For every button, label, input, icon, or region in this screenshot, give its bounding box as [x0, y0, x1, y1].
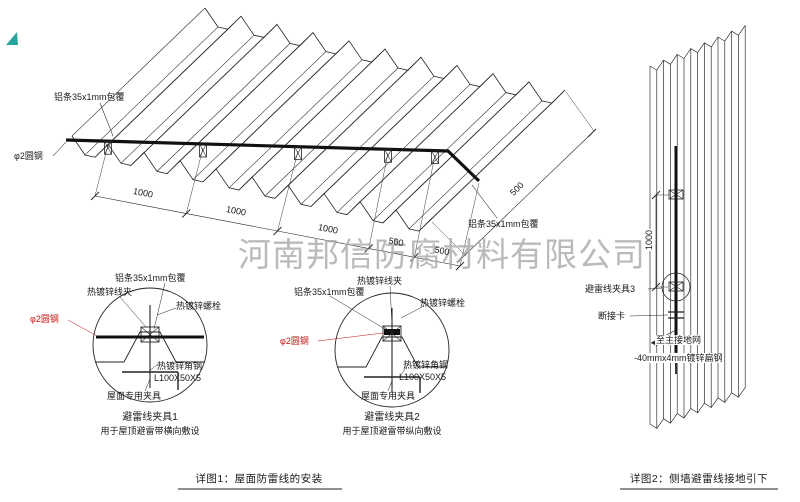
caption-detail2: 详图2：侧墙避雷线接地引下 — [629, 473, 769, 485]
d1-subtitle: 用于屋顶避雷带横向敷设 — [100, 426, 200, 436]
corner-mark — [6, 32, 18, 45]
d1-round-steel-label: φ2圆钢 — [30, 314, 59, 324]
d1-wire-clamp-label: 热镀锌线夹 — [87, 287, 133, 297]
alu-strip-label-right: 铝条35x1mm包覆 — [468, 219, 539, 229]
d2-round-steel-label: φ2圆钢 — [280, 336, 309, 346]
caption-detail1: 详图1：屋面防雷线的安装 — [195, 473, 323, 485]
detail-circle-2 — [317, 285, 450, 408]
wall-clamp3-label: 避雷线夹具3 — [584, 284, 637, 295]
d2-subtitle: 用于屋顶避雷带纵向敷设 — [342, 426, 442, 436]
d1-alu-strip-label: 铝条35x1mm包覆 — [115, 273, 186, 283]
wall-dim-vertical: 1000 — [643, 228, 655, 252]
d1-bolt-label: 热镀锌螺栓 — [176, 301, 222, 311]
roof-isometric-view — [65, 7, 566, 232]
d2-title: 避雷线夹具2 — [364, 412, 420, 423]
wall-flat-steel-label: -40mmx4mm镀锌扁钢 — [633, 353, 724, 364]
dimension-lines — [90, 91, 597, 271]
d1-angle-steel-label: 热镀锌角钢 — [157, 361, 203, 371]
d2-bolt-label: 热镀锌螺栓 — [420, 298, 466, 308]
alu-strip-label-top: 铝条35x1mm包覆 — [54, 92, 125, 102]
detail-circle-1 — [67, 282, 208, 403]
d2-angle-spec-label: L100X50X5 — [399, 372, 447, 382]
d1-roof-fixture-label: 屋面专用夹具 — [107, 391, 162, 401]
wall-disconnect-label: 断接卡 — [597, 311, 627, 322]
wall-to-ground-label: 至主接地网 — [655, 335, 703, 346]
round-steel-label: φ2圆钢 — [14, 151, 43, 161]
d2-roof-fixture-label: 屋面专用夹具 — [361, 391, 416, 401]
leader-lines — [52, 102, 498, 219]
company-watermark: 河南邦信防腐材料有限公司 — [238, 235, 646, 274]
side-wall-section — [629, 25, 746, 429]
d2-angle-steel-label: 热镀锌角钢 — [403, 360, 449, 370]
d2-alu-strip-label: 铝条35x1mm包覆 — [294, 287, 365, 297]
d1-angle-spec-label: L100X50X5 — [154, 373, 202, 383]
d2-wire-clamp-label: 热镀锌线夹 — [357, 276, 403, 286]
d1-title: 避雷线夹具1 — [122, 412, 178, 423]
